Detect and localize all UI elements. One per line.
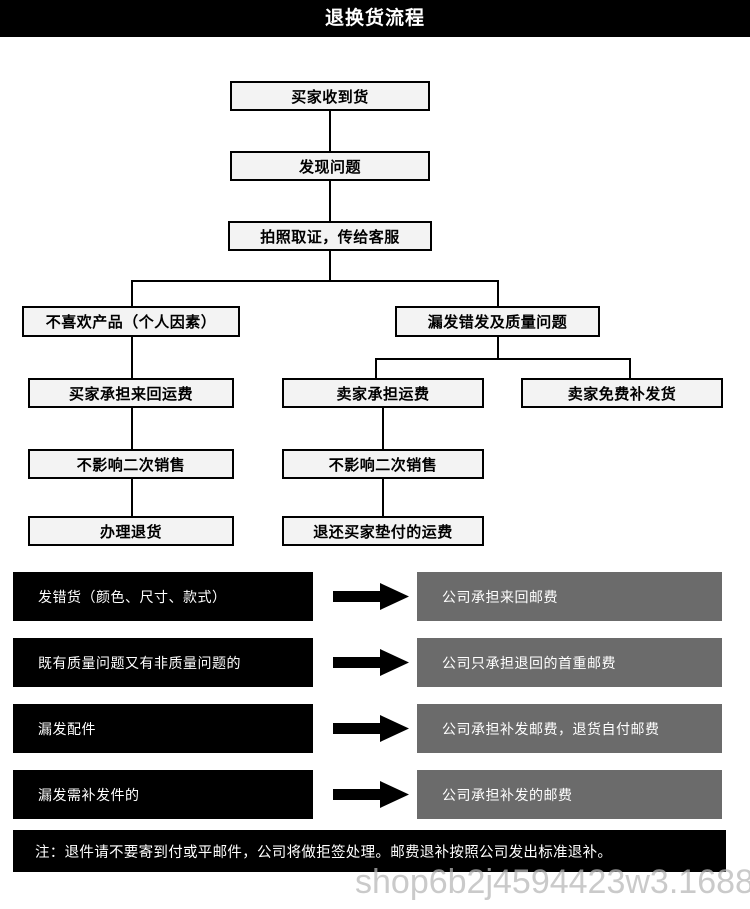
connector-split2-right-drop — [629, 358, 631, 378]
flow-node-buyer-pays-shipping[interactable]: 买家承担来回运费 — [28, 378, 234, 408]
flow-node-refund-prepaid-shipping[interactable]: 退还买家垫付的运费 — [282, 516, 484, 546]
connector-n5-split — [497, 337, 499, 358]
flow-node-seller-pays-shipping[interactable]: 卖家承担运费 — [282, 378, 484, 408]
matrix-cause-cell[interactable]: 既有质量问题又有非质量问题的 — [13, 638, 313, 687]
flow-node-no-resale-impact-left[interactable]: 不影响二次销售 — [28, 449, 234, 479]
matrix-result-cell[interactable]: 公司只承担退回的首重邮费 — [417, 638, 722, 687]
matrix-cause-label: 既有质量问题又有非质量问题的 — [38, 655, 241, 672]
footer-note-bar: 注：退件请不要寄到付或平邮件，公司将做拒签处理。邮费退补按照公司发出标准退补。 — [13, 830, 726, 872]
connector-n9-n11 — [131, 479, 133, 516]
flow-node-missing-wrong-quality[interactable]: 漏发错发及质量问题 — [395, 306, 600, 337]
matrix-result-label: 公司只承担退回的首重邮费 — [442, 655, 616, 672]
page-title-banner: 退换货流程 — [0, 0, 750, 37]
matrix-result-cell[interactable]: 公司承担补发的邮费 — [417, 770, 722, 819]
flow-node-label: 不喜欢产品（个人因素） — [45, 313, 217, 331]
flow-node-label: 漏发错发及质量问题 — [427, 313, 568, 331]
connector-split1-left-drop — [131, 280, 133, 306]
arrow-right-icon — [333, 649, 409, 676]
page-title: 退换货流程 — [324, 7, 425, 29]
returns-flowchart: 买家收到货 发现问题 拍照取证，传给客服 不喜欢产品（个人因素） 漏发错发及质量… — [0, 37, 750, 552]
flow-node-process-return[interactable]: 办理退货 — [28, 516, 234, 546]
flow-node-no-resale-impact-middle[interactable]: 不影响二次销售 — [282, 449, 484, 479]
connector-n7-n10 — [382, 408, 384, 449]
flow-node-label: 卖家承担运费 — [336, 384, 430, 403]
matrix-cause-label: 漏发配件 — [38, 721, 96, 738]
matrix-cause-cell[interactable]: 漏发配件 — [13, 704, 313, 753]
flow-node-buyer-received[interactable]: 买家收到货 — [230, 81, 430, 111]
connector-n6-n9 — [131, 408, 133, 449]
flow-node-label: 发现问题 — [298, 157, 361, 176]
connector-split-2-horizontal — [375, 358, 629, 360]
matrix-cause-cell[interactable]: 漏发需补发件的 — [13, 770, 313, 819]
arrow-right-icon — [333, 781, 409, 808]
flow-node-label: 办理退货 — [99, 522, 162, 541]
matrix-cause-label: 发错货（颜色、尺寸、款式） — [38, 589, 227, 606]
arrow-right-icon — [333, 583, 409, 610]
flow-node-label: 拍照取证，传给客服 — [260, 227, 400, 246]
flow-node-label: 不影响二次销售 — [76, 455, 186, 474]
matrix-result-label: 公司承担补发邮费，退货自付邮费 — [442, 721, 660, 738]
flow-node-label: 退还买家垫付的运费 — [313, 522, 453, 541]
matrix-cause-cell[interactable]: 发错货（颜色、尺寸、款式） — [13, 572, 313, 621]
connector-split-1-horizontal — [131, 280, 499, 282]
matrix-result-cell[interactable]: 公司承担补发邮费，退货自付邮费 — [417, 704, 722, 753]
flow-node-found-problem[interactable]: 发现问题 — [230, 151, 430, 181]
footer-note-text: 注：退件请不要寄到付或平邮件，公司将做拒签处理。邮费退补按照公司发出标准退补。 — [35, 844, 613, 861]
matrix-row: 漏发需补发件的 公司承担补发的邮费 — [0, 770, 750, 819]
flow-node-label: 买家收到货 — [291, 87, 369, 106]
flow-node-dislike-product[interactable]: 不喜欢产品（个人因素） — [22, 306, 240, 337]
connector-split2-left-drop — [375, 358, 377, 378]
connector-n4-n6 — [131, 337, 133, 378]
connector-n2-n3 — [329, 181, 331, 221]
connector-split1-right-drop — [497, 280, 499, 306]
flow-node-label: 不影响二次销售 — [328, 455, 438, 474]
matrix-row: 发错货（颜色、尺寸、款式） 公司承担来回邮费 — [0, 572, 750, 621]
flow-node-seller-free-reship[interactable]: 卖家免费补发货 — [521, 378, 723, 408]
matrix-row: 既有质量问题又有非质量问题的 公司只承担退回的首重邮费 — [0, 638, 750, 687]
connector-n10-n12 — [382, 479, 384, 516]
arrow-right-icon — [333, 715, 409, 742]
flow-node-photo-evidence[interactable]: 拍照取证，传给客服 — [228, 221, 432, 251]
connector-n1-n2 — [329, 111, 331, 151]
matrix-row: 漏发配件 公司承担补发邮费，退货自付邮费 — [0, 704, 750, 753]
flow-node-label: 买家承担来回运费 — [68, 384, 193, 403]
matrix-result-label: 公司承担来回邮费 — [442, 589, 558, 606]
connector-n3-split — [329, 251, 331, 280]
matrix-result-label: 公司承担补发的邮费 — [442, 787, 573, 804]
matrix-cause-label: 漏发需补发件的 — [38, 787, 140, 804]
shipping-policy-matrix: 发错货（颜色、尺寸、款式） 公司承担来回邮费 既有质量问题又有非质量问题的 公司… — [0, 552, 750, 909]
matrix-result-cell[interactable]: 公司承担来回邮费 — [417, 572, 722, 621]
flow-node-label: 卖家免费补发货 — [567, 384, 677, 403]
